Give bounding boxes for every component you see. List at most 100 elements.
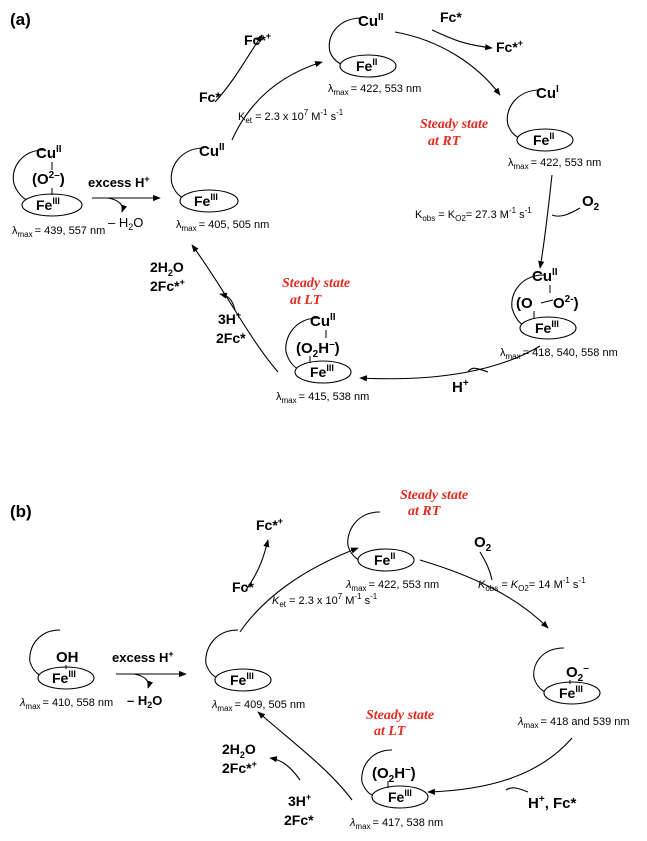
complex-cu2-fe2: CuII FeII λmax= 422, 553 nm xyxy=(328,12,421,97)
svg-text:(O2H–): (O2H–) xyxy=(372,764,416,785)
complex-superoxo: O2– FeIII λmax= 418 and 539 nm xyxy=(517,647,630,730)
steady-state-lt-a-2: at LT xyxy=(290,293,323,308)
arc-reduction-b xyxy=(239,547,359,633)
h3-label-a: 3H+ xyxy=(218,310,241,327)
svg-text:λmax= 410, 558 nm: λmax= 410, 558 nm xyxy=(19,697,113,711)
ket-label: Ket = 2.3 x 107 M-1 s-1 xyxy=(238,108,344,125)
water-out-arc-a xyxy=(219,292,236,311)
complex-fe2: FeII λmax= 422, 553 nm xyxy=(345,511,439,593)
svg-text:λmax= 418, 540, 558 nm: λmax= 418, 540, 558 nm xyxy=(500,347,618,361)
minus-h2o-label-b: – H2O xyxy=(127,693,162,710)
svg-text:λmax= 417, 538 nm: λmax= 417, 538 nm xyxy=(349,817,443,831)
complex-cu1-fe2: CuI FeII λmax= 422, 553 nm xyxy=(506,84,601,171)
fc2-label-b: 2Fc* xyxy=(284,812,314,828)
svg-text:O2-): O2-) xyxy=(553,294,579,312)
complex-fe3: FeIII λmax= 409, 505 nm xyxy=(205,629,305,713)
h-in-arc-a xyxy=(467,367,489,373)
svg-text:λmax= 439, 557 nm: λmax= 439, 557 nm xyxy=(12,225,105,239)
svg-text:CuII: CuII xyxy=(532,267,558,285)
svg-text:FeII: FeII xyxy=(533,131,554,148)
fc-in-label: Fc* xyxy=(199,89,221,105)
svg-text:FeIII: FeIII xyxy=(52,669,76,686)
minus-h2o-label: – H2O xyxy=(108,215,143,232)
h-plus-label: H+ xyxy=(452,378,469,396)
svg-text:λmax= 409, 505 nm: λmax= 409, 505 nm xyxy=(211,699,305,713)
svg-text:(O2–): (O2–) xyxy=(32,170,65,188)
h2o2-label-b: 2H2O xyxy=(222,741,256,760)
h-fc-in-arc-b xyxy=(505,787,529,793)
svg-text:λmax= 422, 553 nm: λmax= 422, 553 nm xyxy=(328,83,421,97)
complex-cu2-fe3: CuII FeIII λmax= 405, 505 nm xyxy=(170,142,269,233)
complex-hydroperoxo-b: (O2H–) FeIII λmax= 417, 538 nm xyxy=(349,749,443,831)
o2-in-arc-b xyxy=(479,551,493,581)
svg-text:CuII: CuII xyxy=(36,144,62,162)
fc-in-2-label: Fc* xyxy=(440,9,462,25)
steady-state-lt-a: Steady state xyxy=(282,276,350,291)
h-fc-label-b: H+, Fc* xyxy=(528,794,577,812)
h3-label-b: 3H+ xyxy=(288,792,311,809)
svg-text:FeIII: FeIII xyxy=(310,363,334,380)
panel-a-label: (a) xyxy=(10,10,31,29)
svg-text:FeIII: FeIII xyxy=(194,192,218,209)
arc-reduction-back-a xyxy=(191,244,279,373)
fc-out-label: Fc*+ xyxy=(244,31,271,48)
panel-b-label: (b) xyxy=(10,502,32,521)
kobs-label-a: Kobs = KO2= 27.3 M-1 s-1 xyxy=(415,206,532,223)
svg-text:CuI: CuI xyxy=(536,84,559,102)
water-release-arrow xyxy=(107,197,128,213)
svg-text:FeIII: FeIII xyxy=(535,319,559,336)
svg-text:FeIII: FeIII xyxy=(36,196,60,213)
water-out-arc-b xyxy=(269,756,301,781)
arc-o2-binding-a xyxy=(538,174,553,269)
fc-out-label-b: Fc*+ xyxy=(256,516,283,533)
arc-protonation-b xyxy=(427,737,573,795)
arc-o2-binding-b xyxy=(419,559,549,629)
kobs-label-b: Kobs = KO2= 14 M-1 s-1 xyxy=(478,576,586,593)
svg-text:FeIII: FeIII xyxy=(559,684,583,701)
svg-text:O2–: O2– xyxy=(566,663,589,684)
fc-out-2-label: Fc*+ xyxy=(496,38,523,55)
svg-text:λmax= 422, 553 nm: λmax= 422, 553 nm xyxy=(345,579,439,593)
fc-oxidation-arc-b xyxy=(245,539,270,591)
o2-label-b: O2 xyxy=(474,534,492,554)
complex-cu-hydroperoxo: CuII (O2H–) FeIII λmax= 415, 538 nm xyxy=(276,312,369,405)
steady-state-rt-b-2: at RT xyxy=(408,504,442,519)
arc-reduction-back-b xyxy=(257,711,353,801)
svg-text:OH: OH xyxy=(56,649,79,666)
fc2-out-label-a: 2Fc*+ xyxy=(150,277,185,294)
complex-cu-peroxo-fe: CuII (O2–) FeIII λmax= 439, 557 nm xyxy=(12,144,105,239)
steady-state-rt-a: Steady state xyxy=(420,117,488,132)
fc-in-label-b: Fc* xyxy=(232,579,254,595)
arc-second-reduction-a xyxy=(394,31,501,96)
o2-in-arc-a xyxy=(551,207,581,217)
complex-cu-peroxo-bridge: CuII (O O2-) FeIII λmax= 418, 540, 558 n… xyxy=(500,267,618,361)
svg-text:CuII: CuII xyxy=(199,142,225,160)
fc-oxidation-arc-a xyxy=(214,34,263,103)
steady-state-lt-b-2: at LT xyxy=(374,724,407,739)
steady-state-lt-b: Steady state xyxy=(366,708,434,723)
excess-h-label-b: excess H+ xyxy=(112,649,174,665)
excess-h-label: excess H+ xyxy=(88,174,150,190)
fc-oxidation-arc-a2 xyxy=(431,29,493,51)
fc2-label-a: 2Fc* xyxy=(216,330,246,346)
ket-label-b: Ket = 2.3 x 107 M-1 s-1 xyxy=(272,592,378,609)
svg-text:FeIII: FeIII xyxy=(388,788,412,805)
arc-protonation-a xyxy=(359,345,541,382)
svg-text:FeIII: FeIII xyxy=(230,671,254,688)
water-release-arrow-b xyxy=(133,673,154,689)
fc2-out-label-b: 2Fc*+ xyxy=(222,759,257,776)
svg-text:λmax= 415, 538 nm: λmax= 415, 538 nm xyxy=(276,391,369,405)
steady-state-rt-b: Steady state xyxy=(400,488,468,503)
svg-text:λmax= 422, 553 nm: λmax= 422, 553 nm xyxy=(508,157,601,171)
svg-text:λmax= 405, 505 nm: λmax= 405, 505 nm xyxy=(176,219,269,233)
h2o2-label-a: 2H2O xyxy=(150,259,184,278)
complex-oh-fe3: OH FeIII λmax= 410, 558 nm xyxy=(19,629,113,711)
svg-text:λmax= 418 and 539 nm: λmax= 418 and 539 nm xyxy=(517,716,630,730)
svg-text:CuII: CuII xyxy=(358,12,384,30)
steady-state-rt-a-2: at RT xyxy=(428,134,462,149)
o2-label: O2 xyxy=(582,193,600,213)
svg-text:FeII: FeII xyxy=(374,551,395,568)
svg-text:CuII: CuII xyxy=(310,312,336,330)
svg-text:(O2H–): (O2H–) xyxy=(296,339,340,360)
